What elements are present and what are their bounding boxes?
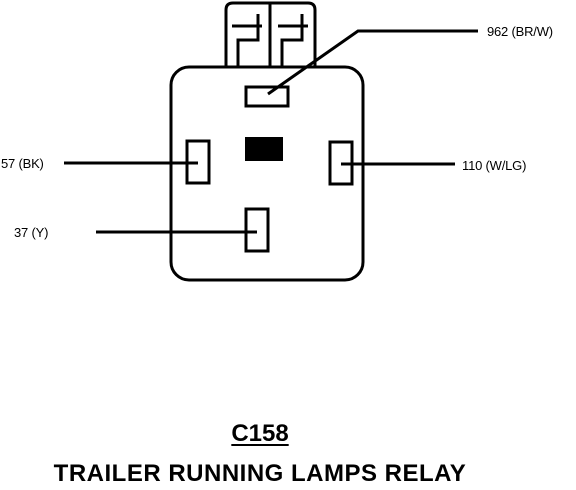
leader-lines [64,29,478,234]
connector-housing [169,65,365,282]
pin-label-top: 962 (BR/W) [487,24,553,39]
leader-line-top [267,29,478,96]
center-key-block [245,137,283,161]
terminal-top [244,85,290,108]
terminal-left-lower [244,207,270,253]
connector-latch [224,1,317,66]
pin-label-left-upper: 57 (BK) [1,156,44,171]
pin-label-left-lower: 37 (Y) [14,225,49,240]
connector-id: C158 [231,420,289,447]
connector-title: TRAILER RUNNING LAMPS RELAY [53,460,467,487]
pin-label-right: 110 (W/LG) [462,158,527,173]
